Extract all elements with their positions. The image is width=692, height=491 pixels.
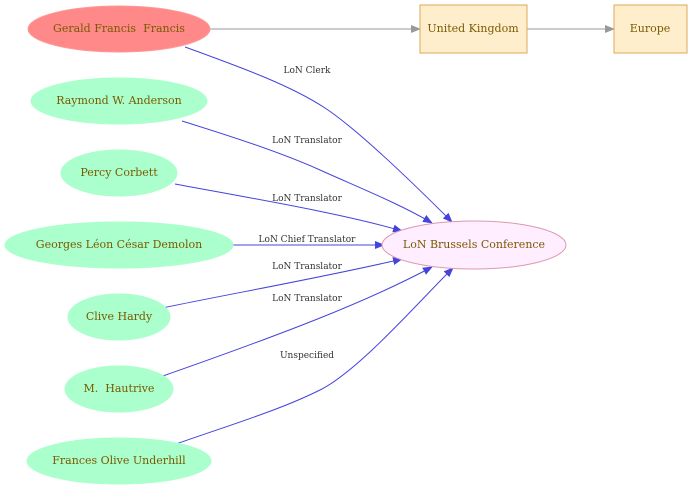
node-raymond[interactable]: Raymond W. Anderson [30, 77, 208, 125]
node-label-europe: Europe [630, 22, 671, 35]
node-clive[interactable]: Clive Hardy [67, 293, 171, 341]
node-label-frances: Frances Olive Underhill [52, 454, 186, 467]
node-europe[interactable]: Europe [613, 4, 688, 54]
edge-label-frances: Unspecified [280, 351, 334, 361]
node-georges[interactable]: Georges Léon César Demolon [4, 221, 234, 269]
node-label-percy: Percy Corbett [80, 166, 158, 179]
edge-label-georges: LoN Chief Translator [259, 235, 357, 245]
edge-clive-to-conference [161, 257, 403, 309]
edge-label-raymond: LoN Translator [272, 136, 342, 146]
node-percy[interactable]: Percy Corbett [60, 149, 178, 197]
edge-label-clive: LoN Translator [272, 262, 342, 272]
edge-label-percy: LoN Translator [272, 194, 342, 204]
node-label-raymond: Raymond W. Anderson [56, 94, 182, 107]
edge-hautrive-to-conference [159, 266, 433, 378]
node-uk[interactable]: United Kingdom [419, 4, 528, 54]
node-conference[interactable]: LoN Brussels Conference [381, 220, 567, 270]
node-frances[interactable]: Frances Olive Underhill [26, 437, 212, 485]
node-label-uk: United Kingdom [427, 22, 519, 35]
edge-raymond-to-conference [181, 120, 433, 224]
node-label-georges: Georges Léon César Demolon [36, 238, 202, 251]
edge-percy-to-conference [174, 183, 403, 233]
node-label-conference: LoN Brussels Conference [403, 238, 545, 251]
node-gerald[interactable]: Gerald Francis Francis [27, 5, 211, 53]
node-label-hautrive: M. Hautrive [84, 382, 155, 395]
edge-label-gerald: LoN Clerk [284, 66, 332, 76]
edge-frances-to-conference [175, 267, 454, 445]
node-label-gerald: Gerald Francis Francis [53, 22, 185, 35]
edge-gerald-to-conference [184, 46, 453, 223]
node-hautrive[interactable]: M. Hautrive [64, 365, 174, 413]
node-label-clive: Clive Hardy [86, 310, 153, 323]
edge-label-hautrive: LoN Translator [272, 294, 342, 304]
